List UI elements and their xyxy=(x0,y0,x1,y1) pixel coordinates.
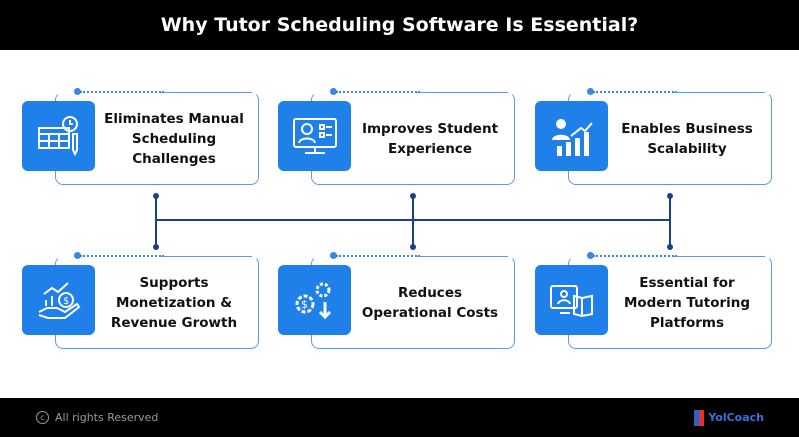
online-tutoring-icon xyxy=(535,265,608,335)
connector-dot xyxy=(667,193,673,199)
connector xyxy=(412,195,414,247)
cost-gears-icon: $ xyxy=(278,265,351,335)
student-screen-icon xyxy=(278,101,351,171)
dotted-line xyxy=(593,255,677,257)
dotted-line xyxy=(336,91,420,93)
connector-dot xyxy=(667,244,673,250)
card-dot xyxy=(330,88,337,95)
yolcoach-logo-icon xyxy=(694,409,705,426)
money-hand-icon: $ xyxy=(22,265,95,335)
card-dot xyxy=(330,252,337,259)
svg-text:$: $ xyxy=(63,296,69,307)
card-dot xyxy=(587,88,594,95)
calendar-clock-icon xyxy=(22,101,95,171)
page-title: Why Tutor Scheduling Software Is Essenti… xyxy=(0,0,799,50)
dotted-line xyxy=(80,255,164,257)
feature-label: Essential for Modern Tutoring Platforms xyxy=(623,274,751,331)
feature-label: Supports Monetization & Revenue Growth xyxy=(110,274,238,331)
feature-label: Enables Business Scalability xyxy=(621,120,753,157)
brand-logo: YolCoach xyxy=(694,409,764,426)
feature-card: Reduces Operational Costs xyxy=(311,255,515,349)
feature-label: Eliminates Manual Scheduling Challenges xyxy=(104,110,244,167)
copyright-icon: c xyxy=(36,411,49,424)
connector-dot xyxy=(153,244,159,250)
connector-dot xyxy=(410,244,416,250)
growth-chart-icon xyxy=(535,101,608,171)
connector xyxy=(155,219,671,221)
feature-card: Eliminates Manual Scheduling Challenges xyxy=(55,91,259,185)
card-dot xyxy=(74,88,81,95)
copyright-text: All rights Reserved xyxy=(55,411,159,424)
feature-label: Improves Student Experience xyxy=(361,120,499,157)
connector xyxy=(669,195,671,247)
svg-text:$: $ xyxy=(301,298,308,311)
footer: c All rights Reserved YolCoach xyxy=(0,398,799,437)
connector-dot xyxy=(410,193,416,199)
connector-dot xyxy=(153,193,159,199)
feature-label: Reduces Operational Costs xyxy=(361,284,499,321)
copyright: c All rights Reserved xyxy=(36,411,158,424)
card-dot xyxy=(587,252,594,259)
connector xyxy=(155,195,157,247)
dotted-line xyxy=(336,255,420,257)
dotted-line xyxy=(593,91,677,93)
brand-name: YolCoach xyxy=(708,411,764,424)
dotted-line xyxy=(80,91,164,93)
feature-card: Supports Monetization & Revenue Growth xyxy=(55,255,259,349)
card-dot xyxy=(74,252,81,259)
feature-card: Essential for Modern Tutoring Platforms xyxy=(568,255,772,349)
